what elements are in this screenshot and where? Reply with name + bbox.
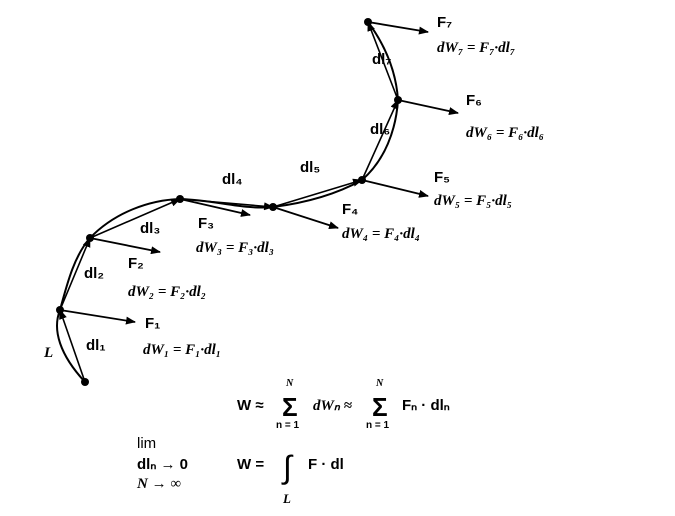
path-point-2 [86, 234, 94, 242]
work-label-7: dW₇ = F₇·dl₇ [437, 40, 515, 56]
dl-vector-1 [59, 309, 86, 383]
sum-symbol-1: Σ [282, 392, 298, 422]
sum2-lower: n = 1 [366, 420, 390, 431]
work-label-2: dW₂ = F₂·dl₂ [128, 284, 206, 300]
force-vector-3 [179, 198, 251, 217]
path-point-6 [394, 96, 402, 104]
dl-vector-6 [361, 99, 399, 181]
dl-label-5: dl₅ [300, 159, 320, 176]
path-point-3 [176, 195, 184, 203]
force-vector-7 [367, 21, 429, 35]
sum1-upper: N [285, 378, 294, 389]
dl-label-3: dl₃ [140, 220, 160, 237]
work-label-5: dW₅ = F₅·dl₅ [434, 193, 512, 209]
force-vector-2 [89, 237, 161, 255]
dl-vector-4 [179, 198, 274, 211]
dl-label-7: dl₇ [372, 51, 391, 68]
dl-label-2: dl₂ [84, 265, 104, 282]
lim-condition-2: N → ∞ [136, 476, 181, 492]
work-label-1: dW₁ = F₁·dl₁ [143, 342, 221, 358]
dl-vector-2 [59, 237, 91, 311]
dl-label-1: dl₁ [86, 337, 106, 354]
path-label: L [43, 345, 53, 361]
force-label-6: F₆ [466, 92, 482, 109]
dl-label-4: dl₄ [222, 171, 242, 188]
force-label-7: F₇ [437, 14, 452, 31]
integral-symbol: ∫ [281, 449, 294, 485]
force-label-2: F₂ [128, 255, 144, 272]
work-label-6: dW₆ = F₆·dl₆ [466, 125, 544, 141]
lim-condition-1: dlₙ → 0 [137, 456, 188, 473]
dl-label-6: dl₆ [370, 121, 390, 138]
work-label-3: dW₃ = F₃·dl₃ [196, 240, 274, 256]
force-vector-1 [59, 309, 136, 325]
dl-vector-3 [89, 198, 181, 239]
limit-formula: lim dlₙ → 0 N → ∞ W = ∫ L F · dl [136, 435, 344, 506]
integrand: F · dl [308, 456, 344, 473]
force-label-1: F₁ [145, 315, 160, 332]
lim-label: lim [137, 435, 156, 452]
sum-term-1: dWₙ ≈ [313, 398, 353, 414]
sum-term-2: Fₙ · dlₙ [402, 397, 450, 414]
sum1-lower: n = 1 [276, 420, 300, 431]
force-label-4: F₄ [342, 201, 358, 218]
force-vector-4 [272, 206, 339, 230]
force-label-5: F₅ [434, 169, 450, 186]
path-point-1 [56, 306, 64, 314]
path-point-0 [81, 378, 89, 386]
dl-vector-5 [272, 178, 363, 208]
sum-symbol-2: Σ [372, 392, 388, 422]
work-label-4: dW₄ = F₄·dl₄ [342, 226, 420, 242]
path-point-4 [269, 203, 277, 211]
dl-vector-7 [367, 21, 399, 101]
integral-lower: L [282, 491, 291, 506]
sum-formula: W ≈ Σ N n = 1 dWₙ ≈ Σ N n = 1 Fₙ · dlₙ [237, 378, 450, 431]
path-point-7 [364, 18, 372, 26]
force-label-3: F₃ [198, 215, 214, 232]
integral-lhs: W = [237, 456, 264, 473]
path-point-5 [358, 176, 366, 184]
force-vector-6 [397, 99, 459, 116]
sum2-upper: N [375, 378, 384, 389]
force-vector-5 [361, 179, 429, 198]
sum-lhs: W ≈ [237, 397, 264, 414]
